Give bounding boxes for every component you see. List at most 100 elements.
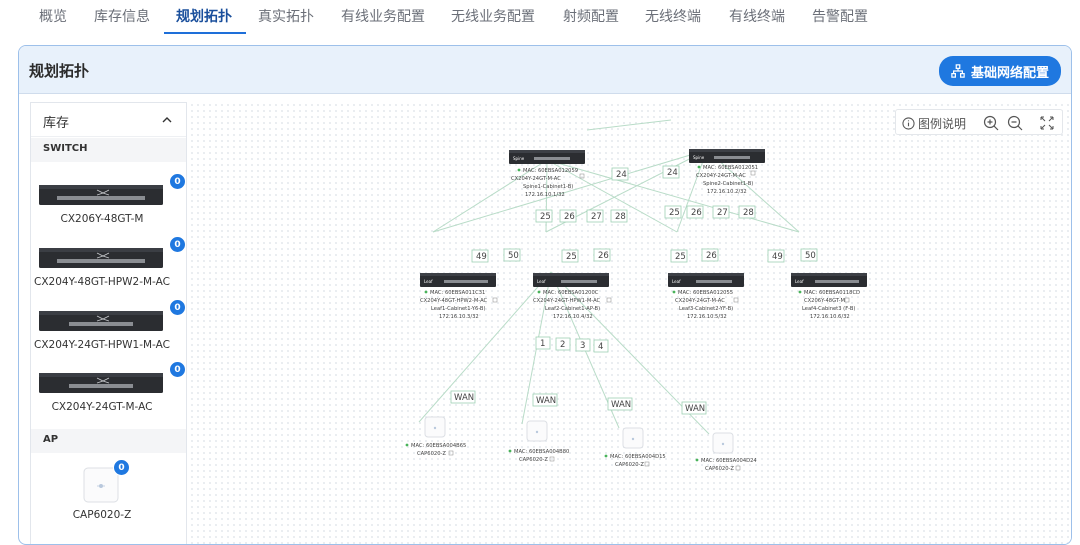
tab-wireless-clients[interactable]: 无线终端 — [645, 9, 701, 25]
tab-wireless-service-config[interactable]: 无线业务配置 — [451, 9, 535, 25]
inventory-header[interactable]: 库存 — [31, 103, 186, 137]
edit-icon[interactable] — [448, 450, 454, 456]
svg-text:26: 26 — [691, 208, 702, 218]
switch-role-label: Leaf — [672, 279, 681, 284]
tab-planned-topology[interactable]: 规划拓扑 — [176, 9, 232, 25]
edit-icon[interactable] — [492, 297, 498, 303]
chevron-up-icon[interactable] — [161, 114, 173, 126]
device-mac: MAC: 60EBSA0118CD — [804, 290, 860, 296]
tab-overview[interactable]: 概览 — [39, 9, 67, 25]
edit-icon[interactable] — [735, 465, 741, 471]
port-label: 49 — [767, 249, 785, 263]
inventory-switch-item[interactable]: 0 CX204Y-48GT-HPW2-M-AC — [31, 236, 186, 296]
switch-section-header: SWITCH — [31, 138, 186, 162]
online-status-dot — [697, 165, 701, 169]
zoom-in-icon[interactable] — [982, 114, 1000, 132]
wan-label: WAN — [607, 397, 633, 411]
edit-icon[interactable] — [549, 456, 555, 462]
basic-network-config-button[interactable]: 基础网络配置 — [939, 56, 1061, 86]
device-mac: MAC: 60EBSA012055 — [678, 290, 733, 296]
svg-text:3: 3 — [580, 341, 585, 351]
zoom-out-icon[interactable] — [1006, 114, 1024, 132]
leaf-switch-1[interactable]: Leaf MAC: 60EBSA011C31 CX204Y-48GT-HPW2-… — [420, 273, 498, 320]
device-model: CAP6020-Z — [705, 466, 734, 472]
legend-label: 图例说明 — [918, 117, 967, 131]
port-label: 26 — [559, 209, 577, 223]
switch-role-label: Leaf — [537, 279, 546, 284]
leaf-switch-2[interactable]: Leaf MAC: 60EBSA01200C CX204Y-24GT-HPW1-… — [533, 273, 612, 320]
edit-icon[interactable] — [733, 297, 739, 303]
ap-device-1[interactable]: MAC: 60EBSA004B65 CAP6020-Z — [405, 416, 467, 457]
port-label: 2 — [555, 337, 571, 351]
tab-wired-clients[interactable]: 有线终端 — [729, 9, 785, 25]
edit-icon[interactable] — [750, 170, 756, 176]
online-status-dot — [695, 458, 699, 462]
svg-text:25: 25 — [669, 208, 680, 218]
tab-real-topology[interactable]: 真实拓扑 — [258, 9, 314, 25]
leaf-switch-3[interactable]: Leaf MAC: 60EBSA012055 CX204Y-24GT-M-AC … — [668, 273, 744, 320]
inventory-switch-item[interactable]: 0 CX204Y-24GT-HPW1-M-AC — [31, 299, 186, 359]
svg-text:WAN: WAN — [611, 400, 631, 410]
inventory-switch-item[interactable]: 0 CX206Y-48GT-M — [31, 173, 186, 233]
svg-text:26: 26 — [598, 251, 609, 261]
svg-text:WAN: WAN — [536, 396, 556, 406]
device-ip: 172.16.10.2/32 — [707, 189, 747, 195]
svg-text:49: 49 — [476, 252, 487, 262]
device-info: MAC: 60EBSA012055 CX204Y-24GT-M-AC Leaf3… — [672, 290, 733, 320]
topology-canvas[interactable]: Spine MAC: 60EBSA012059 CX204Y-24GT-M-AC… — [189, 102, 1071, 545]
fullscreen-icon[interactable] — [1038, 114, 1056, 132]
device-model: CAP6020-Z — [519, 457, 548, 463]
ap-device-3[interactable]: MAC: 60EBSA004D15 CAP6020-Z — [604, 427, 666, 468]
port-label: 50 — [800, 248, 818, 262]
panel-header: 规划拓扑 基础网络配置 — [19, 46, 1071, 94]
device-ip: 172.16.10.1/32 — [525, 192, 565, 198]
ap-device-2[interactable]: MAC: 60EBSA004B80 CAP6020-Z — [508, 420, 570, 463]
leaf-switch-4[interactable]: Leaf MAC: 60EBSA0118CD CX206Y-48GT-M Lea… — [791, 273, 867, 320]
device-ip: 172.16.10.3/32 — [439, 314, 479, 320]
edit-icon[interactable] — [606, 297, 612, 303]
port-label: 1 — [535, 336, 551, 350]
tab-wired-service-config[interactable]: 有线业务配置 — [341, 9, 425, 25]
switch-section-label: SWITCH — [43, 143, 88, 154]
port-label: 25 — [670, 249, 688, 263]
device-mac: MAC: 60EBSA004D24 — [701, 458, 757, 464]
edit-icon[interactable] — [644, 461, 650, 467]
edit-icon[interactable] — [844, 297, 850, 303]
device-name: Spine1-Cabinet1-B) — [523, 184, 573, 190]
tab-rf-config[interactable]: 射频配置 — [563, 9, 619, 25]
spine-switch-2[interactable]: Spine MAC: 60EBSA012051 CX204Y-24GT-M-AC… — [689, 149, 765, 195]
port-label: 25 — [664, 205, 682, 219]
online-status-dot — [537, 290, 541, 294]
port-label: 25 — [535, 209, 553, 223]
edit-icon[interactable] — [579, 173, 585, 179]
ap-device-4[interactable]: MAC: 60EBSA004D24 CAP6020-Z — [695, 432, 758, 472]
device-info: MAC: 60EBSA012051 CX204Y-24GT-M-AC Spine… — [696, 165, 758, 195]
port-label: 24 — [611, 167, 629, 181]
svg-text:26: 26 — [706, 251, 717, 261]
port-label: 4 — [593, 339, 609, 353]
inventory-switch-item[interactable]: 0 CX204Y-24GT-M-AC — [31, 361, 186, 421]
basic-network-config-label: 基础网络配置 — [970, 65, 1049, 81]
inventory-ap-item[interactable]: 0 CAP6020-Z — [31, 459, 186, 539]
legend-button[interactable]: 图例说明 — [902, 115, 966, 132]
topology-graph[interactable]: Spine MAC: 60EBSA012059 CX204Y-24GT-M-AC… — [189, 102, 1071, 545]
svg-text:1: 1 — [540, 339, 545, 349]
wan-label: WAN — [532, 393, 558, 407]
device-mac: MAC: 60EBSA004D15 — [610, 454, 666, 460]
tab-inventory-info[interactable]: 库存信息 — [94, 9, 150, 25]
device-model: CAP6020-Z — [615, 462, 644, 468]
svg-text:27: 27 — [591, 212, 602, 222]
svg-text:25: 25 — [566, 252, 577, 262]
online-status-dot — [405, 443, 409, 447]
wan-label: WAN — [681, 401, 707, 415]
device-mac: MAC: 60EBSA004B65 — [411, 443, 466, 449]
device-mac: MAC: 60EBSA004B80 — [514, 449, 569, 455]
device-model: CX204Y-24GT-M-AC — [511, 176, 561, 182]
device-mac: MAC: 60EBSA012059 — [523, 168, 578, 174]
tab-alarm-config[interactable]: 告警配置 — [812, 9, 868, 25]
spine-switch-1[interactable]: Spine MAC: 60EBSA012059 CX204Y-24GT-M-AC… — [509, 150, 585, 198]
port-label: 49 — [471, 249, 489, 263]
device-name: Spine2-Cabinet1-B) — [703, 181, 753, 187]
switch-role-label: Spine — [513, 156, 525, 161]
device-name: Leaf1-Cabinet1-Y6-B) — [431, 306, 486, 312]
